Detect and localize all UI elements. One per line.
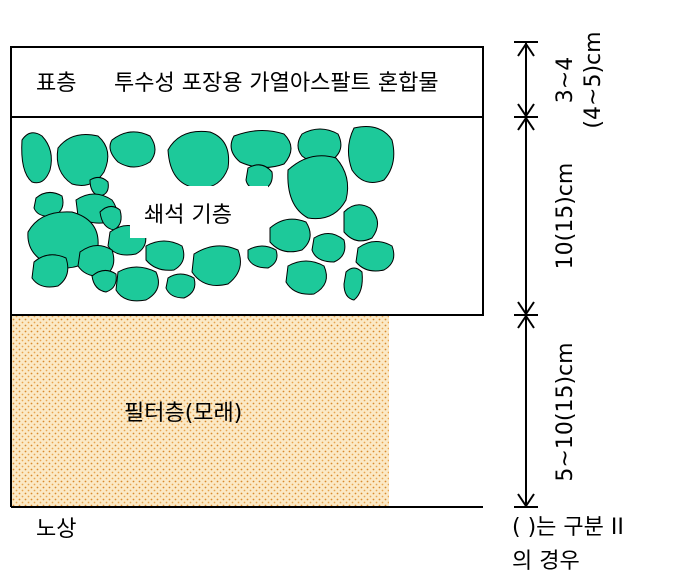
note-line2: 의 경우: [512, 549, 580, 574]
crushed-stone: [287, 155, 349, 220]
crushed-stone: [247, 245, 278, 269]
arrow-head-surface-up: [517, 42, 535, 57]
crushed-stone: [343, 267, 363, 301]
arrow-head-base-up: [517, 116, 535, 131]
dimension-surface-line1: 3~4: [553, 57, 578, 103]
surface-layer-material: 투수성 포장용 가열아스팔트 혼합물: [114, 71, 439, 96]
note-line1: ( )는 구분 II: [512, 515, 624, 540]
filter-layer-fill: [11, 316, 389, 507]
crushed-stone: [285, 260, 327, 295]
crushed-stone: [167, 130, 230, 189]
crushed-stone: [91, 270, 117, 293]
subgrade-name: 노상: [36, 517, 76, 542]
crushed-stone: [343, 204, 378, 242]
dimension-surface-line2: (4~5)cm: [581, 31, 606, 128]
crushed-stone: [77, 245, 115, 277]
dimension-arrows: [514, 41, 538, 508]
base-layer: [10, 116, 484, 316]
crushed-stone: [230, 130, 292, 168]
crushed-stone: [355, 241, 395, 272]
arrow-head-filter-up: [517, 314, 535, 329]
crushed-stone: [165, 273, 196, 299]
crushed-stone: [109, 131, 156, 168]
dimension-base-label: 10(15)cm: [553, 163, 578, 270]
surface-layer-name: 표층: [36, 71, 76, 96]
dimension-filter-label: 5~10(15)cm: [553, 342, 578, 481]
crushed-stone: [21, 132, 52, 184]
crushed-stone: [31, 254, 69, 288]
base-layer-name: 쇄석 기층: [144, 203, 232, 228]
crushed-stone: [56, 134, 109, 186]
crushed-stone: [33, 192, 64, 217]
crushed-stone: [191, 245, 241, 286]
base-layer-label-box: [130, 186, 268, 238]
crushed-stone: [145, 240, 185, 271]
crushed-stones: [21, 126, 395, 302]
crushed-stone: [269, 218, 311, 253]
crushed-stone: [311, 233, 346, 263]
filter-layer-name: 필터층(모래): [124, 401, 242, 426]
crushed-stone: [99, 206, 122, 231]
crushed-stone: [115, 266, 159, 302]
crushed-stone: [89, 176, 109, 197]
crushed-stone: [348, 126, 395, 183]
